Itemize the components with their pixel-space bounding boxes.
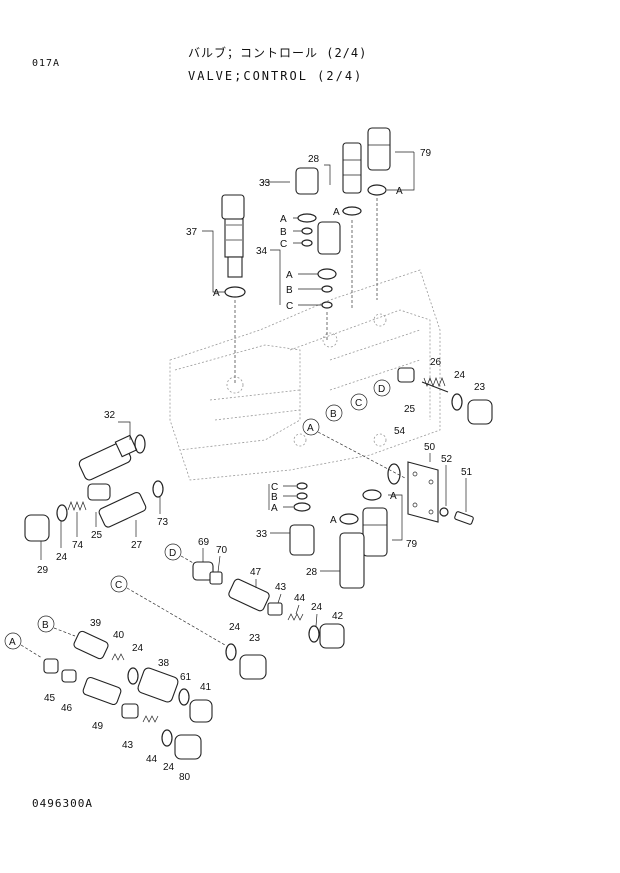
callout-54: 54 (394, 426, 406, 437)
spool-group-b[interactable] (73, 630, 213, 723)
port-label-b-lower: B (42, 620, 49, 631)
port-label-d: D (378, 384, 385, 395)
callout-49: 49 (92, 721, 104, 732)
title-japanese: バルブ；コントロール (2/4) (188, 46, 368, 60)
callout-44: 44 (294, 593, 306, 604)
callout-46: 46 (61, 703, 73, 714)
callout-24-a: 24 (163, 762, 175, 773)
port-label-a-lower: A (9, 637, 16, 648)
valve-body-outline (169, 269, 441, 481)
callout-50: 50 (424, 442, 436, 453)
seal-tag: C (280, 239, 287, 250)
callout-51: 51 (461, 467, 473, 478)
seal-tag: A (271, 503, 278, 514)
plug-group-c[interactable] (225, 643, 267, 680)
seal-tag: A (286, 270, 293, 281)
callout-24: 24 (454, 370, 466, 381)
callout-44-a: 44 (146, 754, 158, 765)
callout-74: 74 (72, 540, 84, 551)
seal-tag: B (271, 492, 278, 503)
callout-27: 27 (131, 540, 143, 551)
page-code: 017A (32, 58, 61, 69)
seal-tag: A (213, 288, 220, 299)
callout-45: 45 (44, 693, 56, 704)
callout-61: 61 (180, 672, 192, 683)
callout-52: 52 (441, 454, 453, 465)
seal-tag: B (286, 285, 293, 296)
seal-tag: C (271, 482, 278, 493)
callout-69: 69 (198, 537, 210, 548)
callout-39: 39 (90, 618, 102, 629)
callout-26: 26 (430, 357, 442, 368)
callout-37: 37 (186, 227, 198, 238)
seal-tag: B (280, 227, 287, 238)
seal-tag: A (396, 186, 403, 197)
callout-33: 33 (259, 178, 271, 189)
port-label-d-lower: D (169, 548, 176, 559)
relief-valve-32[interactable] (78, 434, 146, 482)
spool-group-a[interactable] (43, 658, 202, 760)
callout-24-d: 24 (311, 602, 323, 613)
relief-valve-79-bottom[interactable] (339, 489, 388, 589)
callout-23: 23 (474, 382, 486, 393)
drawing-number: 0496300A (32, 797, 93, 810)
callout-79: 79 (420, 148, 432, 159)
callout-24-b: 24 (132, 643, 144, 654)
callout-25: 25 (404, 404, 416, 415)
callout-43: 43 (275, 582, 287, 593)
plug-assembly-right[interactable] (397, 367, 493, 425)
callout-80: 80 (179, 772, 191, 783)
spool-group-d[interactable] (192, 561, 345, 649)
relief-valve-37[interactable] (221, 194, 246, 385)
cover-plate-50[interactable] (387, 461, 474, 525)
plug-assembly-left[interactable] (24, 480, 164, 542)
callout-34: 34 (256, 246, 268, 257)
callout-29: 29 (37, 565, 49, 576)
port-label-c-lower: C (115, 580, 122, 591)
port-label-a: A (307, 423, 314, 434)
relief-valve-79-top[interactable] (367, 127, 391, 300)
title-english: VALVE;CONTROL (2/4) (188, 69, 364, 83)
callout-28-lower: 28 (306, 567, 318, 578)
callout-24-c: 24 (229, 622, 241, 633)
callout-41: 41 (200, 682, 212, 693)
callout-24-left: 24 (56, 552, 68, 563)
callout-43-a: 43 (122, 740, 134, 751)
plug-34[interactable] (317, 221, 341, 340)
seal-tag: A (390, 491, 397, 502)
callout-25-left: 25 (91, 530, 103, 541)
callout-73: 73 (157, 517, 169, 528)
callout-38: 38 (158, 658, 170, 669)
callout-40: 40 (113, 630, 125, 641)
callout-70: 70 (216, 545, 228, 556)
callout-33-lower: 33 (256, 529, 268, 540)
seal-tag: C (286, 301, 293, 312)
callout-42: 42 (332, 611, 344, 622)
plug-33-top[interactable] (295, 167, 319, 247)
seal-tag: A (280, 214, 287, 225)
plug-33-bottom[interactable] (289, 524, 315, 556)
seal-tag: A (330, 515, 337, 526)
callout-28: 28 (308, 154, 320, 165)
relief-valve-28-top[interactable] (342, 142, 362, 310)
callout-79-lower: 79 (406, 539, 418, 550)
port-label-c: C (355, 398, 362, 409)
port-label-b: B (330, 409, 337, 420)
callout-32: 32 (104, 410, 116, 421)
callout-47: 47 (250, 567, 262, 578)
seal-tag: A (333, 207, 340, 218)
callout-23-c: 23 (249, 633, 261, 644)
